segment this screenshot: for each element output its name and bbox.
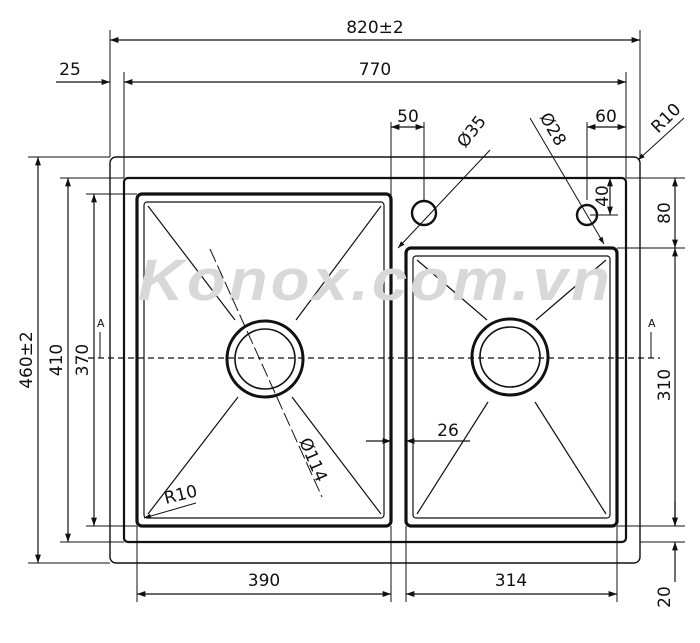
dimension-hole2-vertical: 40 xyxy=(590,178,618,216)
dimension-hole2-offset: 60 xyxy=(586,107,626,200)
dimension-small-bowl-width: 314 xyxy=(405,526,618,602)
dim-label-80: 80 xyxy=(655,202,675,224)
dimension-large-bowl-height: 370 xyxy=(73,193,137,527)
dim-label-50: 50 xyxy=(397,107,419,127)
dimension-large-bowl-width: 390 xyxy=(136,526,392,602)
dim-label-d28: Ø28 xyxy=(535,109,570,149)
dimension-divider-gap: 26 xyxy=(366,421,470,444)
dim-label-r10-outer: R10 xyxy=(648,100,686,138)
dim-label-310: 310 xyxy=(655,369,675,401)
dim-label-820: 820±2 xyxy=(346,18,404,38)
dimension-corner-radius-inner: R10 xyxy=(143,481,199,519)
dimension-inner-height: 410 xyxy=(47,177,124,543)
dimension-overall-width: 820±2 xyxy=(109,18,641,157)
sink-outline xyxy=(109,156,641,564)
section-line-a: A A xyxy=(88,317,660,359)
dim-label-26: 26 xyxy=(437,421,459,441)
dimension-overall-height: 460±2 xyxy=(17,156,110,564)
dim-label-25: 25 xyxy=(59,60,81,80)
dim-label-20: 20 xyxy=(655,586,675,608)
dimension-bottom-offset: 20 xyxy=(640,502,685,608)
dim-label-410: 410 xyxy=(47,344,67,376)
dim-label-370: 370 xyxy=(73,344,93,376)
watermark: Konox.com.vn xyxy=(138,248,613,313)
dimension-right-top-offset: 80 xyxy=(617,177,685,249)
large-bowl xyxy=(135,192,393,528)
dim-label-770: 770 xyxy=(359,60,391,80)
section-marker-left: A xyxy=(97,317,105,330)
dimension-hole1-offset: 50 xyxy=(390,107,425,250)
dim-label-390: 390 xyxy=(248,571,280,591)
dimension-hole1-diameter: Ø35 xyxy=(397,112,491,249)
dimension-small-bowl-height: 310 xyxy=(617,247,685,527)
dim-label-40: 40 xyxy=(593,185,613,207)
dim-label-r10-inner: R10 xyxy=(162,481,199,508)
tap-hole-1-icon xyxy=(410,199,438,227)
dimension-inner-width: 770 25 xyxy=(56,60,627,178)
large-drain-icon xyxy=(225,319,305,399)
dimension-corner-radius-outer: R10 xyxy=(637,100,686,161)
small-bowl xyxy=(404,246,619,528)
dim-label-60: 60 xyxy=(595,107,617,127)
small-drain-icon xyxy=(470,317,550,397)
dim-label-314: 314 xyxy=(495,571,527,591)
section-marker-right: A xyxy=(648,317,656,330)
dim-label-460: 460±2 xyxy=(17,331,37,389)
dim-label-d114: Ø114 xyxy=(294,435,330,485)
dim-label-d35: Ø35 xyxy=(453,112,490,152)
